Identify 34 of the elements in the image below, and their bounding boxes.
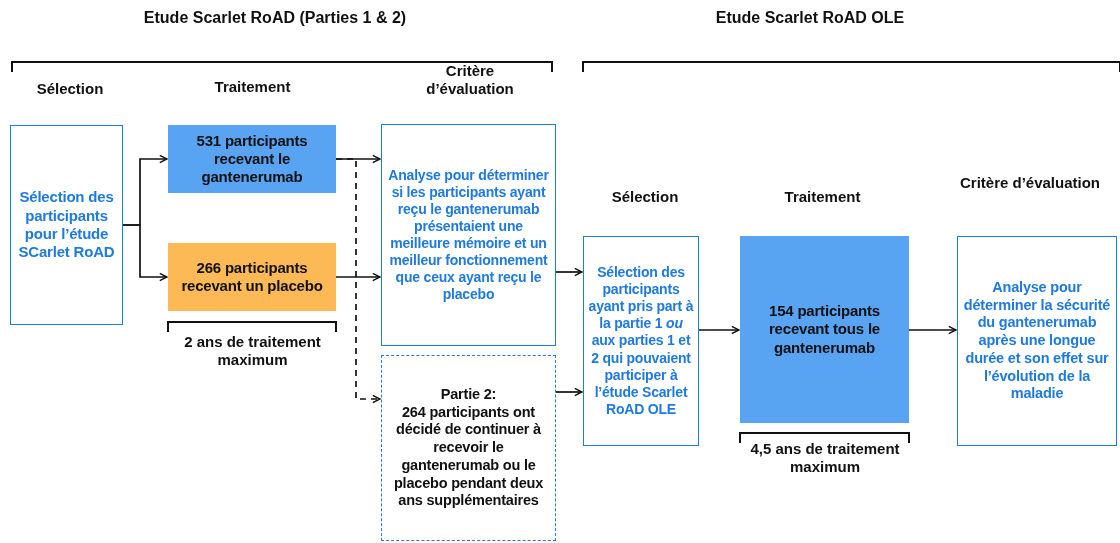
text-box	[957, 236, 1117, 446]
text-box	[381, 124, 556, 346]
duration-label: 2 ans de traitement maximum	[183, 333, 322, 370]
column-heading: Critère d’évaluation	[958, 174, 1101, 193]
box-text: Sélection des participants pour l’étude SCarlet RoAD	[17, 188, 116, 262]
column-heading: Sélection	[35, 80, 105, 99]
arrow	[555, 387, 583, 397]
box-text: Analyse pour déterminer la sécurité du gantenerumab après une longue durée et son effet sur l’évolution de la maladie	[962, 279, 1112, 403]
box-text: 264 participants ont décidé de continuer à recevoir le gantenerumab ou le placebo pendant deux ans supplémentaires	[392, 403, 545, 510]
process-box	[168, 125, 336, 193]
column-heading: Traitement	[213, 78, 292, 97]
column-heading: Critère d’évaluation	[425, 62, 515, 99]
arrow	[122, 224, 168, 282]
text-box	[381, 355, 556, 541]
duration-label: 4,5 ans de traitement maximum	[749, 440, 901, 477]
box-text: 266 participants recevant un placebo	[180, 258, 324, 296]
text-box	[583, 236, 699, 446]
arrow	[335, 272, 381, 282]
box-text: 154 participants recevant tous le gantenerumab	[768, 302, 881, 357]
text-box	[10, 125, 123, 325]
section-heading: Etude Scarlet RoAD OLE	[714, 8, 906, 28]
arrow	[908, 325, 957, 335]
arrow	[555, 267, 583, 277]
box-text: Analyse pour déterminer si les participants ayant reçu le gantenerumab présentaient une meilleure mémoire et un meilleur fonctionnement que ceux ayant reçu le placebo	[387, 166, 550, 304]
process-box	[740, 236, 909, 423]
box-text: Sélection des participants ayant pris part à la partie 1 ou aux parties 1 et 2 qui pouvaient participer à l’étude Scarlet RoAD OLE	[588, 264, 694, 418]
arrow	[698, 325, 740, 335]
arrow	[335, 158, 381, 404]
box-text: 531 participants recevant le gantenerumab	[195, 131, 309, 187]
process-box	[168, 243, 336, 311]
column-heading: Sélection	[610, 188, 680, 207]
box-heading: Partie 2:	[440, 386, 497, 404]
section-heading: Etude Scarlet RoAD (Parties 1 & 2)	[142, 8, 408, 28]
column-heading: Traitement	[783, 188, 862, 207]
